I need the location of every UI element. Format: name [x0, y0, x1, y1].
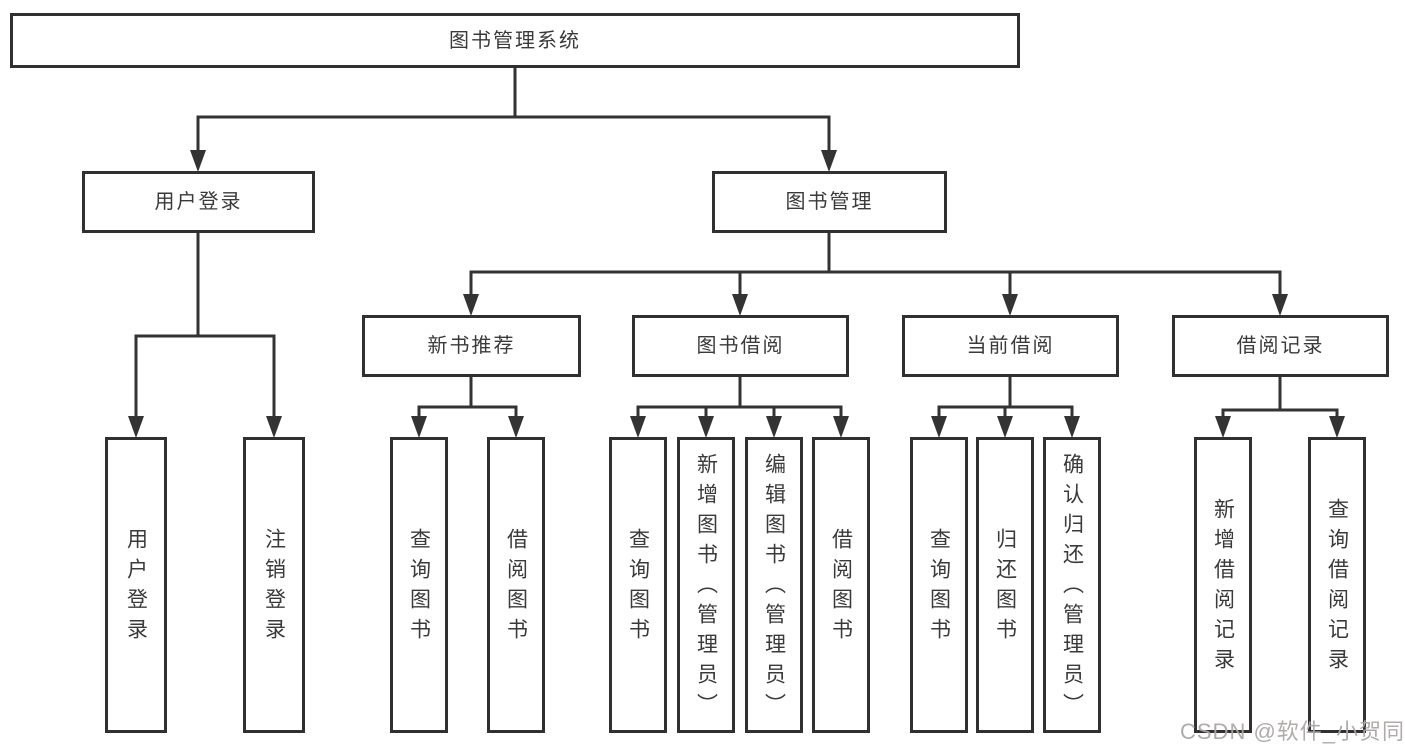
node-login-user: 用户登录	[105, 437, 167, 733]
node-record: 借阅记录	[1172, 315, 1389, 377]
node-login: 用户登录	[82, 171, 315, 233]
node-borrow-add: 新增图书（管理员）	[677, 437, 735, 733]
node-rec: 新书推荐	[362, 315, 581, 377]
watermark: CSDN @软件_小贺同学	[1180, 719, 1405, 744]
node-rec-query: 查询图书	[390, 437, 448, 733]
node-record-query: 查询借阅记录	[1308, 437, 1366, 733]
node-root: 图书管理系统	[10, 13, 1020, 68]
node-current: 当前借阅	[902, 315, 1119, 377]
node-current-confirm: 确认归还（管理员）	[1043, 437, 1101, 733]
node-current-return: 归还图书	[976, 437, 1034, 733]
node-record-add: 新增借阅记录	[1194, 437, 1252, 733]
node-rec-borrow: 借阅图书	[487, 437, 545, 733]
node-login-logout: 注销登录	[243, 437, 305, 733]
node-borrow: 图书借阅	[632, 315, 849, 377]
node-current-query: 查询图书	[910, 437, 968, 733]
node-borrow-query: 查询图书	[609, 437, 667, 733]
node-borrow-edit: 编辑图书（管理员）	[745, 437, 803, 733]
node-mgmt: 图书管理	[712, 171, 947, 233]
node-borrow-borrow: 借阅图书	[812, 437, 870, 733]
